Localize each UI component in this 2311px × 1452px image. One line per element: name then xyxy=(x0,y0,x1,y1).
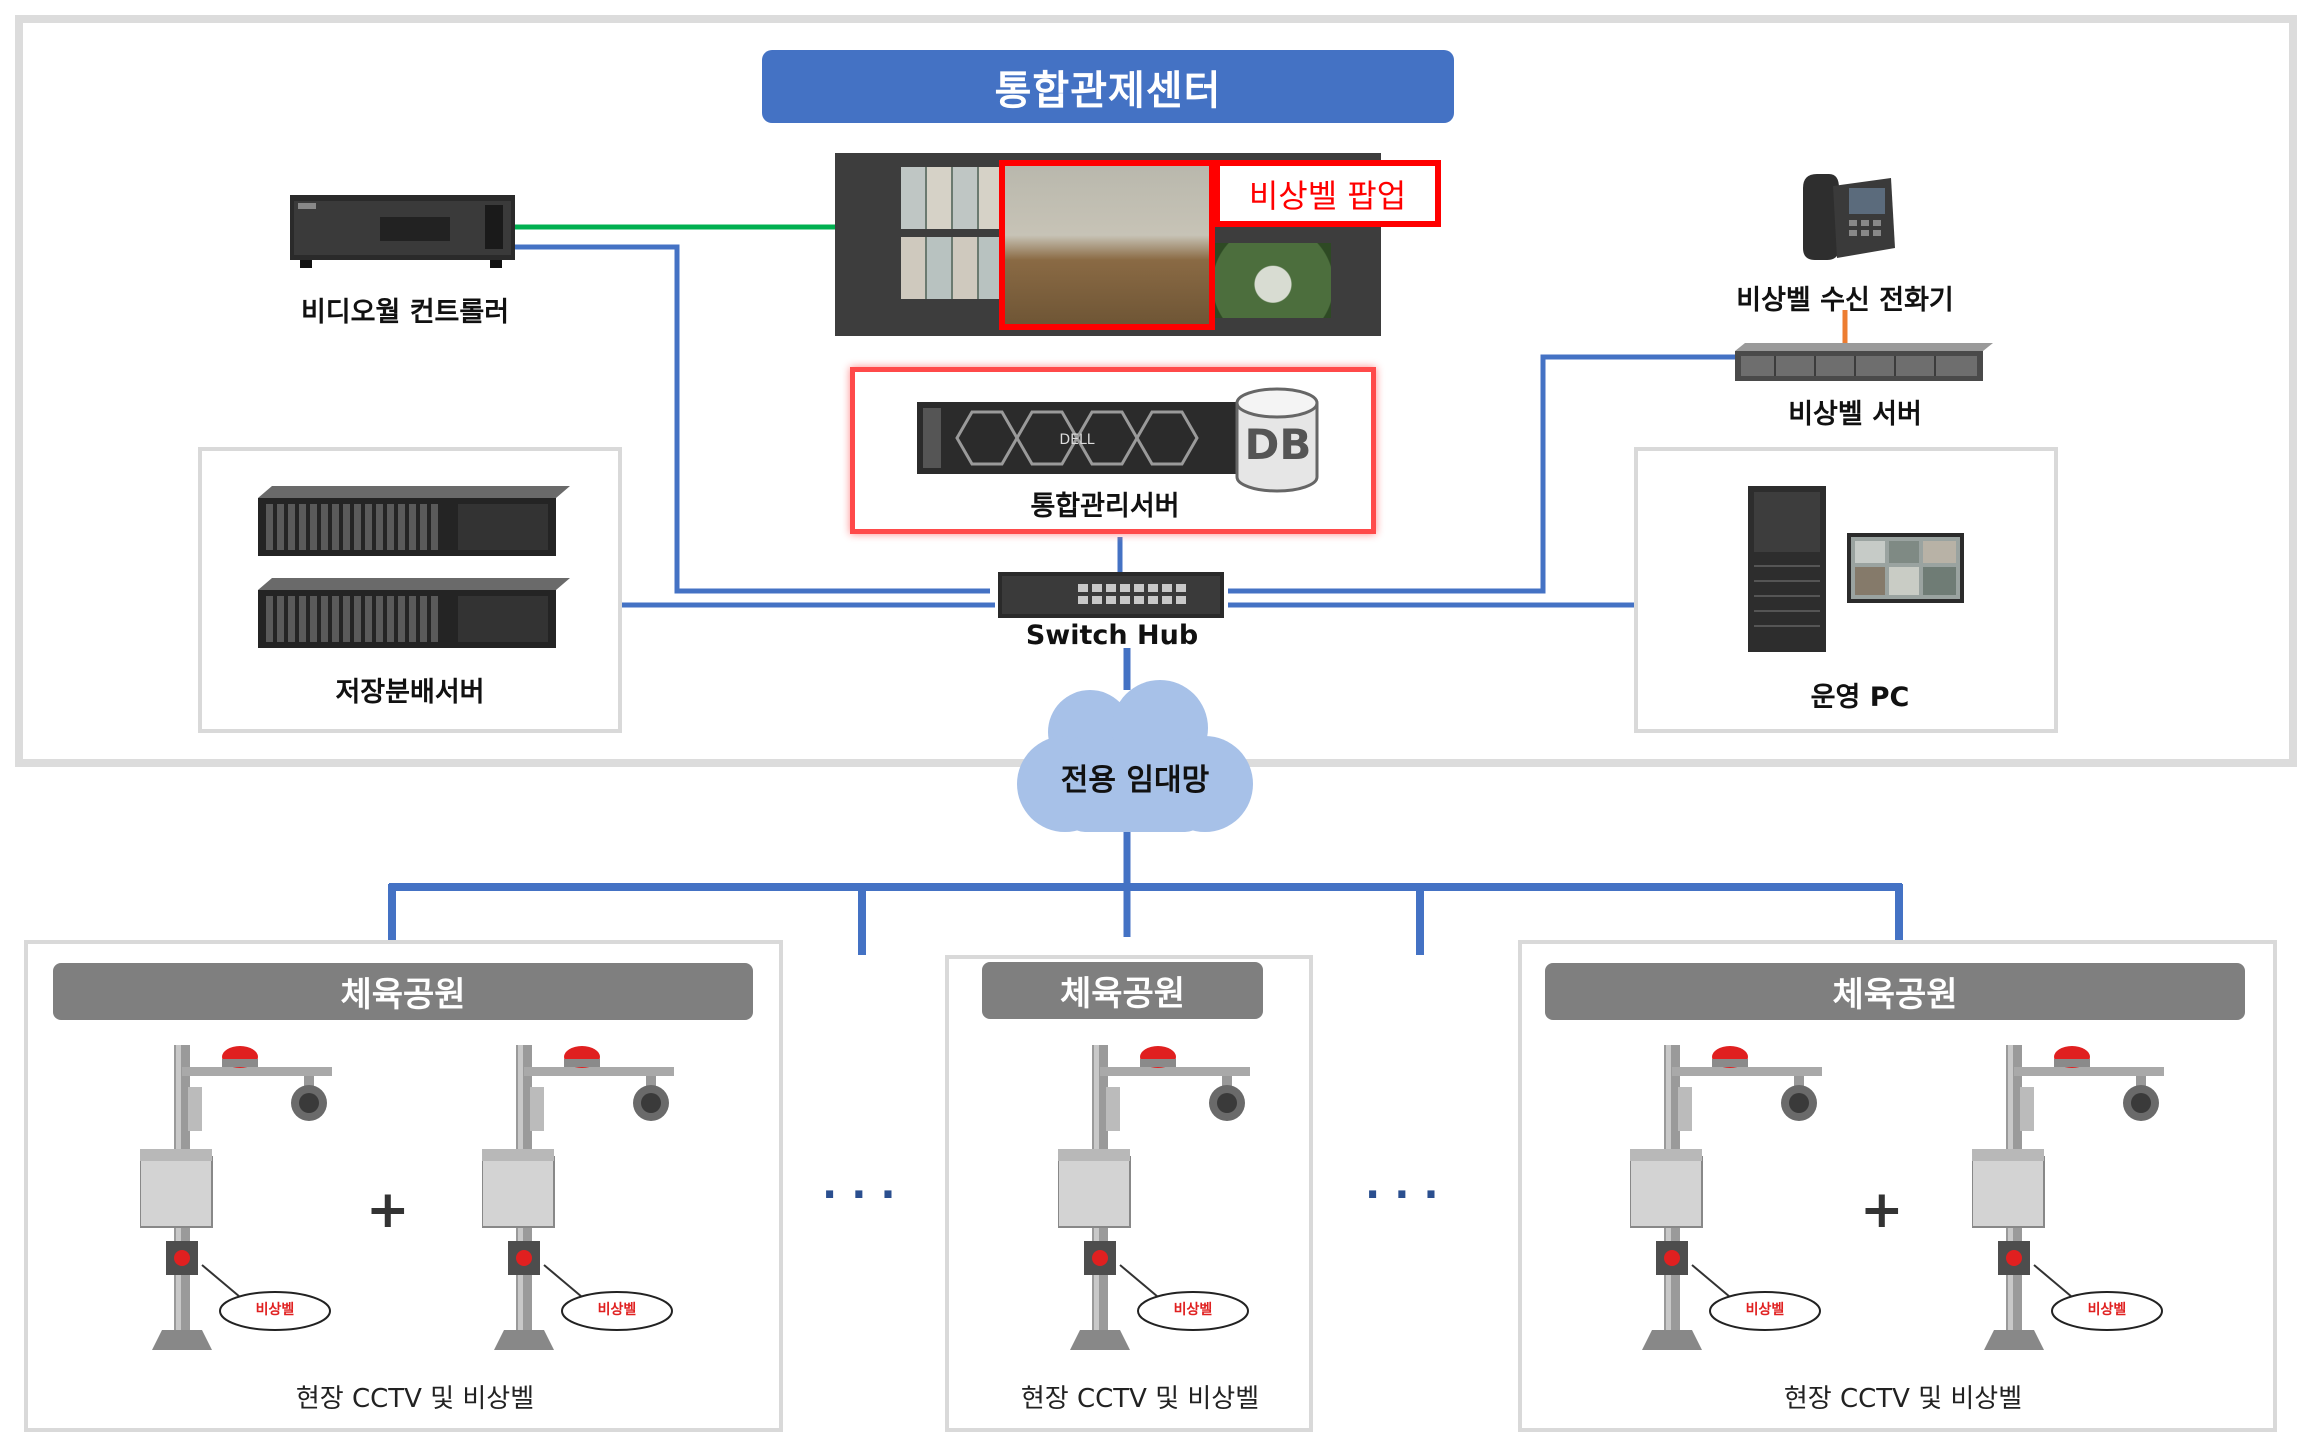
ops-pc-box xyxy=(1634,447,2058,733)
integrated-server-label: 통합관리서버 xyxy=(1030,491,1180,522)
siren-icon xyxy=(1140,1046,1176,1068)
controller-switch-link xyxy=(513,244,990,594)
emergency-button-icon xyxy=(1998,1241,2030,1275)
cctv-pole-icon: 비상벨 xyxy=(139,1045,355,1365)
pole-bubble-label: 비상벨 xyxy=(597,1302,637,1318)
cctv-pole-graphic xyxy=(481,1045,674,1350)
cloud-label: 전용 임대망 xyxy=(1060,763,1210,798)
emergency-button-icon xyxy=(1656,1241,1688,1275)
popup-label: 비상벨 팝업 xyxy=(1248,176,1407,215)
storage-server-icon xyxy=(258,578,570,648)
pole-bubble-label: 비상벨 xyxy=(1745,1302,1785,1318)
tower-pc-icon xyxy=(1748,486,1826,652)
plus-sign-1: + xyxy=(366,1180,410,1240)
siren-icon xyxy=(222,1046,258,1068)
dome-camera-icon xyxy=(1781,1076,1817,1121)
video-wall-controller-label: 비디오월 컨트롤러 xyxy=(300,297,510,328)
cctv-pole-graphic xyxy=(1971,1045,2164,1350)
ops-pc-label: 운영 PC xyxy=(1810,682,1910,713)
park-title-2: 체육공원 xyxy=(982,962,1263,1019)
park-footer-3: 현장 CCTV 및 비상벨 xyxy=(1783,1384,2023,1414)
park-footer-2: 현장 CCTV 및 비상벨 xyxy=(1020,1384,1260,1414)
park-footer-1: 현장 CCTV 및 비상벨 xyxy=(295,1384,535,1414)
video-wall-controller-icon xyxy=(290,195,515,268)
phone-icon xyxy=(1803,174,1895,260)
pole-bubble-label: 비상벨 xyxy=(255,1302,295,1318)
dome-camera-icon xyxy=(291,1076,327,1121)
rack-server-icon xyxy=(1735,343,1993,381)
cctv-pole-graphic xyxy=(139,1045,332,1350)
monitor-icon xyxy=(1847,533,1964,603)
control-center-title: 통합관제센터 xyxy=(762,50,1454,123)
storage-server-label: 저장분배서버 xyxy=(335,677,485,708)
emergency-button-icon xyxy=(508,1241,540,1275)
switch-hub-icon xyxy=(998,572,1224,618)
emergency-button-icon xyxy=(166,1241,198,1275)
switch-emergency-link xyxy=(1228,354,1735,594)
cctv-pole-icon: 비상벨 xyxy=(1057,1045,1273,1365)
pole-bubble-label: 비상벨 xyxy=(1173,1302,1213,1318)
cctv-pole-icon: 비상벨 xyxy=(1971,1045,2187,1365)
svg-text:DELL: DELL xyxy=(1059,432,1094,448)
cctv-pole-graphic xyxy=(1629,1045,1822,1350)
ellipsis-1: ··· xyxy=(822,1172,910,1218)
cloud-icon xyxy=(1017,680,1253,832)
cctv-pole-icon: 비상벨 xyxy=(481,1045,697,1365)
siren-icon xyxy=(1712,1046,1748,1068)
park-title-3: 체육공원 xyxy=(1545,963,2245,1020)
server-icon: DELL xyxy=(917,402,1237,474)
siren-icon xyxy=(2054,1046,2090,1068)
popup-label-box: 비상벨 팝업 xyxy=(1214,160,1441,227)
emergency-server-label: 비상벨 서버 xyxy=(1788,399,1922,430)
park-title-1: 체육공원 xyxy=(53,963,753,1020)
siren-icon xyxy=(564,1046,600,1068)
switch-hub-label: Switch Hub xyxy=(1025,620,1199,651)
dome-camera-icon xyxy=(633,1076,669,1121)
phone-label: 비상벨 수신 전화기 xyxy=(1736,285,1954,316)
ellipsis-2: ··· xyxy=(1365,1172,1453,1218)
pole-bubble-label: 비상벨 xyxy=(2087,1302,2127,1318)
plus-sign-3: + xyxy=(1860,1180,1904,1240)
cctv-pole-icon: 비상벨 xyxy=(1629,1045,1845,1365)
dome-camera-icon xyxy=(1209,1076,1245,1121)
emergency-button-icon xyxy=(1084,1241,1116,1275)
popup-highlight xyxy=(999,160,1215,330)
storage-server-icon xyxy=(258,486,570,556)
dome-camera-icon xyxy=(2123,1076,2159,1121)
cctv-pole-graphic xyxy=(1057,1045,1250,1350)
db-badge: DB xyxy=(1244,420,1312,469)
database-icon xyxy=(1235,387,1319,493)
